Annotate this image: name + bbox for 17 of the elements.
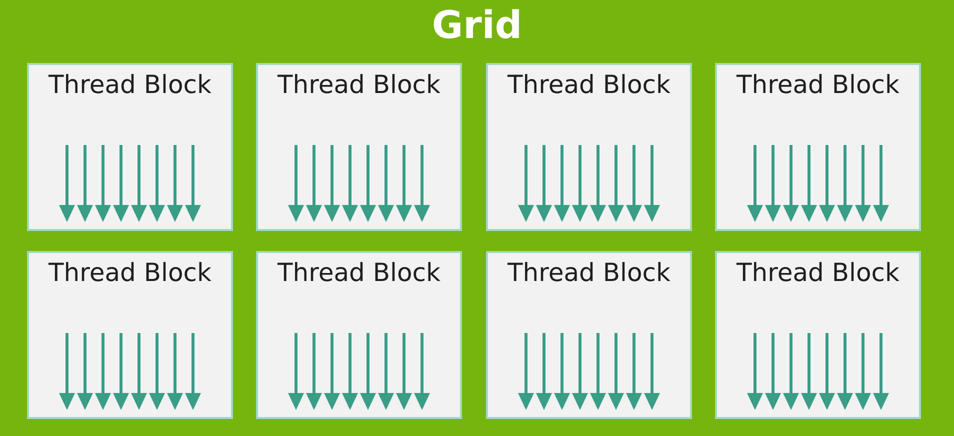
block-title: Thread Block xyxy=(48,257,212,289)
block-title: Thread Block xyxy=(276,257,442,289)
thread-block-box xyxy=(256,251,462,419)
grid-title: Grid xyxy=(430,2,524,48)
block-title: Thread Block xyxy=(48,69,212,101)
thread-block-box xyxy=(27,63,233,231)
thread-block-box xyxy=(256,63,462,231)
block-title: Thread Block xyxy=(276,69,442,101)
thread-block-box xyxy=(486,251,692,419)
thread-block-box xyxy=(27,251,233,419)
thread-block-box xyxy=(715,251,921,419)
block-title: Thread Block xyxy=(506,257,672,289)
thread-block-box xyxy=(715,63,921,231)
block-title: Thread Block xyxy=(736,257,900,289)
block-title: Thread Block xyxy=(506,69,672,101)
thread-block-box xyxy=(486,63,692,231)
block-title: Thread Block xyxy=(736,69,900,101)
